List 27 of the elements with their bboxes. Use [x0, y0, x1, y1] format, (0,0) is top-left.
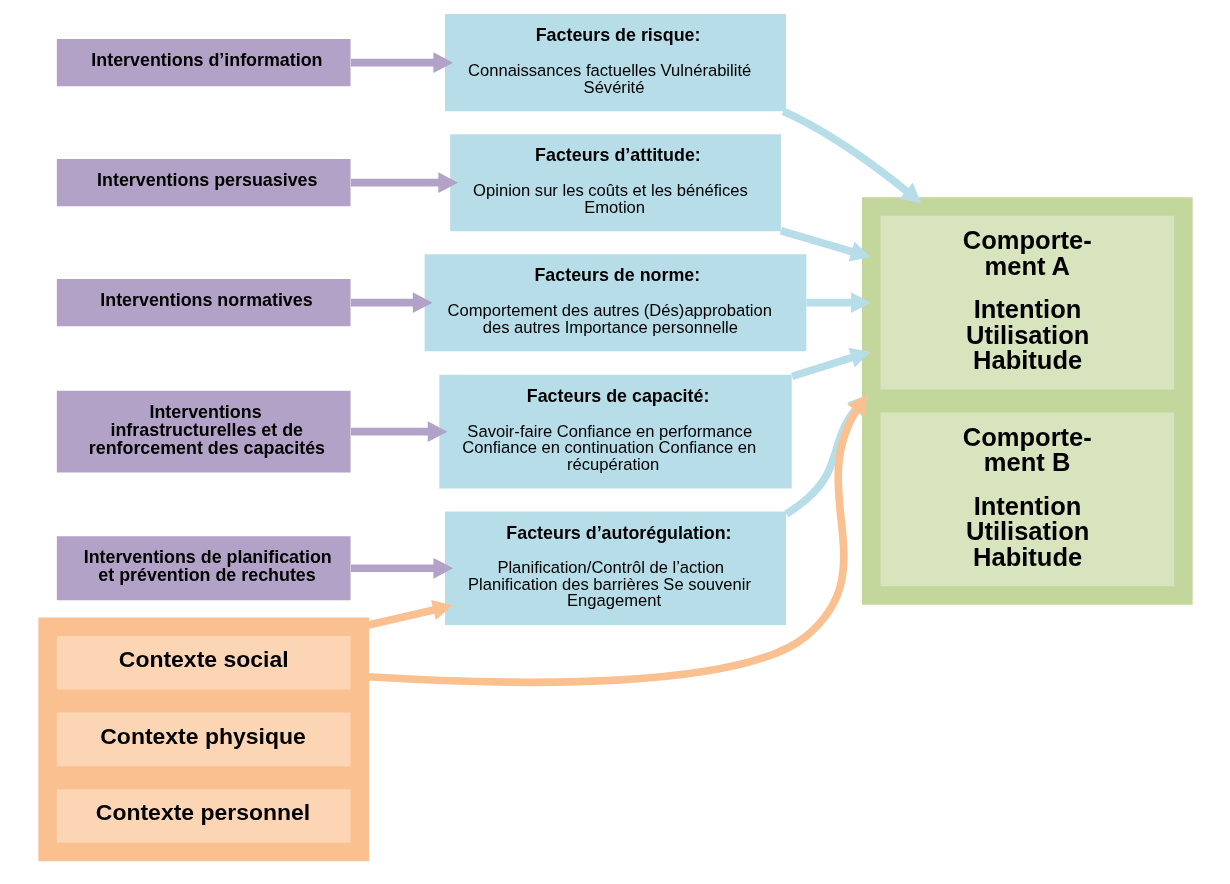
- node-box: Facteurs de norme: Comportement des autres (Dés)approbation des autres Importance personnelle: [424, 253, 806, 351]
- node-box: Facteurs d’autorégulation: Planification/Contrôl de l’action Planification des barrières Se souvenir Engagement: [444, 510, 786, 625]
- arrow: [805, 291, 871, 313]
- node-box: Interventions de planification et prévention de rechutes: [56, 535, 351, 600]
- arrow: [790, 347, 870, 380]
- cluster: [861, 196, 1193, 605]
- arrow: [350, 420, 447, 442]
- node-box: Comporte- ment A Intention Utilisation Habitude: [879, 215, 1174, 389]
- node-box: Contexte personnel: [56, 788, 351, 843]
- arrow: [779, 226, 870, 261]
- node-box: Contexte social: [56, 635, 351, 690]
- cluster: [37, 616, 369, 861]
- node-box: Interventions persuasives: [56, 158, 351, 206]
- node-box: Comporte- ment B Intention Utilisation Habitude: [879, 412, 1174, 586]
- arrow: [781, 107, 921, 203]
- arrow: [367, 599, 453, 629]
- arrow: [350, 171, 458, 193]
- arrow: [350, 291, 433, 313]
- arrow: [350, 51, 453, 73]
- node-box: Contexte physique: [56, 712, 351, 766]
- arrow: [350, 557, 453, 579]
- node-box: Interventions infrastructurelles et de renforcement des capacités: [56, 390, 351, 472]
- node-box: Facteurs de risque: Connaissances factuelles Vulnérabilité Sévérité: [444, 13, 786, 111]
- node-box: Interventions normatives: [56, 278, 351, 326]
- node-box: Facteurs d’attitude: Opinion sur les coûts et les bénéfices Emotion: [449, 133, 781, 231]
- node-box: Facteurs de capacité: Savoir-faire Confiance en performance Confiance en continuation Confiance en récupération: [438, 374, 792, 488]
- node-box: Interventions d’information: [56, 38, 351, 86]
